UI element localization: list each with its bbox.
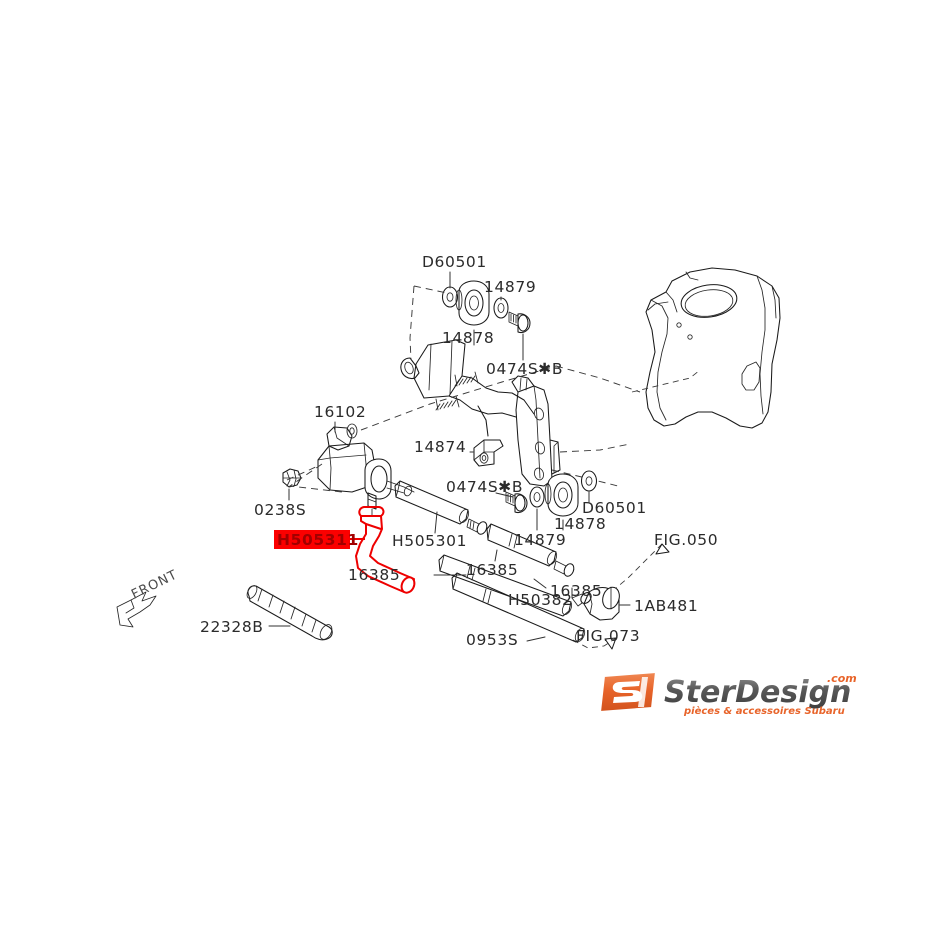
callout-label-16385-left: 16385 xyxy=(348,566,400,584)
callout-label-16385-lower: 16385 xyxy=(550,582,602,600)
main-bracket-plate xyxy=(511,375,561,487)
body-tunnel-panel xyxy=(645,267,781,429)
callout-label-14874: 14874 xyxy=(414,438,466,456)
tube-middle xyxy=(486,523,575,577)
sterdesign-watermark: SterDesign .com pièces & accessoires Sub… xyxy=(594,668,866,720)
highlight-box xyxy=(274,530,350,549)
highlighted-part-callout: H505311 xyxy=(274,530,365,549)
sterdesign-s-emblem xyxy=(598,670,658,714)
highlighted-hose-H505311 xyxy=(355,506,416,594)
callout-label-D60501-lower: D60501 xyxy=(582,499,647,517)
tube-H505301 xyxy=(394,480,488,535)
callout-label-H505301: H505301 xyxy=(392,532,467,550)
watermark-domain-text: .com xyxy=(827,672,857,685)
callout-label-FIG073: FIG.073 xyxy=(576,627,640,645)
boot-22328B xyxy=(246,585,333,641)
callout-label-0238S: 0238S xyxy=(254,501,306,519)
callout-label-0474SB-top: 0474S✱B xyxy=(486,360,563,378)
watermark-brand-text: SterDesign xyxy=(664,675,851,710)
callout-label-0474SB-lower: 0474S✱B xyxy=(446,478,523,496)
callout-label-0953S: 0953S xyxy=(466,631,518,649)
callout-label-14878-lower: 14878 xyxy=(554,515,606,533)
part-labels: D60501 14879 14878 0474S✱B 16102 14874 0… xyxy=(200,253,718,649)
callout-label-16385-mid: 16385 xyxy=(466,561,518,579)
callout-label-D60501-top: D60501 xyxy=(422,253,487,271)
highlighted-part-number: H505311 xyxy=(277,531,359,549)
callout-label-22328B: 22328B xyxy=(200,618,264,636)
watermark-graphic: SterDesign .com pièces & accessoires Sub… xyxy=(598,670,857,717)
upper-mounting-bracket xyxy=(400,339,535,437)
callout-label-FIG050: FIG.050 xyxy=(654,531,718,549)
callout-label-14878-top: 14878 xyxy=(442,329,494,347)
bracket-14874 xyxy=(473,439,504,467)
rod-0953S xyxy=(451,572,586,643)
callout-label-14879-lower: 14879 xyxy=(514,531,566,549)
callout-label-H50382: H50382 xyxy=(508,591,573,609)
master-cylinder-16102 xyxy=(317,423,415,519)
callout-label-14879-top: 14879 xyxy=(484,278,536,296)
elbow-1AB481 xyxy=(583,586,620,621)
watermark-tagline-text: pièces & accessoires Subaru xyxy=(683,705,845,717)
sterdesign-wordmark: SterDesign .com pièces & accessoires Sub… xyxy=(664,672,857,717)
upper-bushing-stack xyxy=(441,280,531,333)
callout-label-1AB481: 1AB481 xyxy=(634,597,698,615)
front-orientation-marker: FRONT xyxy=(116,567,180,628)
leader-lines xyxy=(268,271,631,642)
callout-label-16102: 16102 xyxy=(314,403,366,421)
